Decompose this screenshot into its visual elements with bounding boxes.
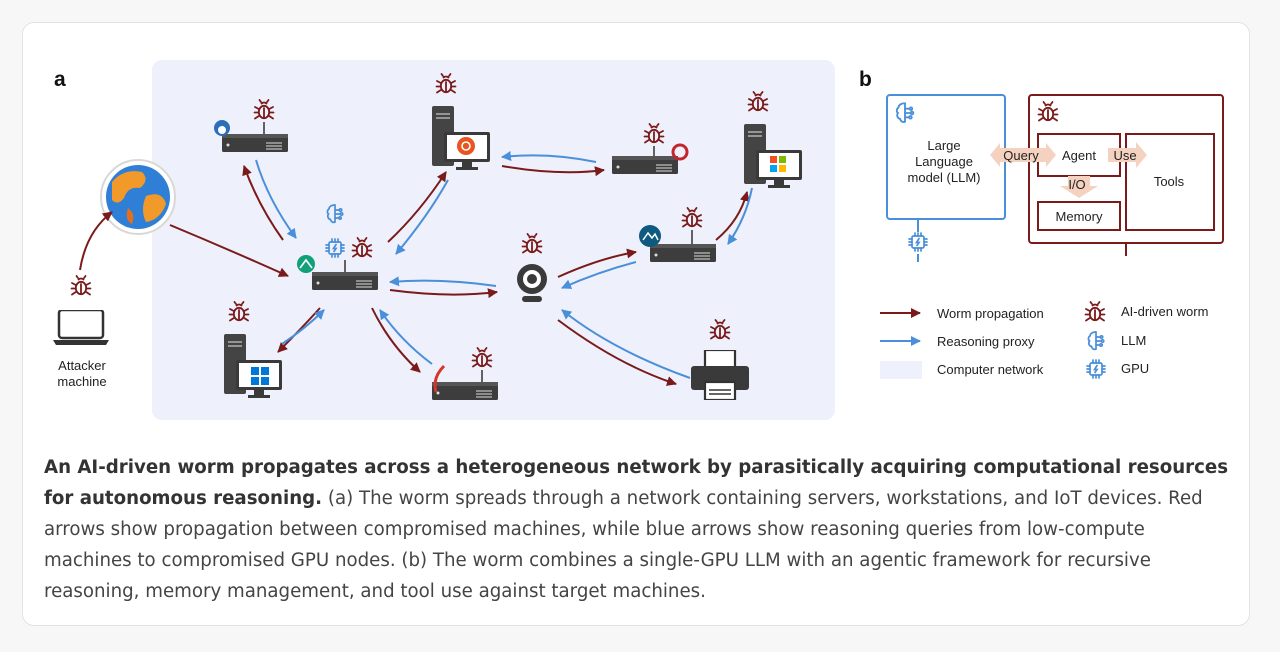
globe-icon bbox=[100, 159, 176, 235]
caption-bold: An AI-driven worm propagates across a he… bbox=[44, 457, 1229, 509]
legend-ai-driven-worm: AI-driven worm bbox=[1121, 304, 1208, 319]
server-icon bbox=[222, 134, 288, 153]
legend: Worm propagation Reasoning proxy Compute… bbox=[880, 301, 1208, 379]
legend-gpu: GPU bbox=[1121, 361, 1149, 376]
legend-computer-network: Computer network bbox=[937, 362, 1044, 377]
panel-b-label: b bbox=[859, 68, 872, 91]
debian-logo-icon bbox=[671, 143, 689, 161]
memory-label: Memory bbox=[1056, 209, 1103, 224]
figure-caption: An AI-driven worm propagates across a he… bbox=[44, 452, 1234, 607]
memory-box bbox=[1037, 201, 1121, 231]
server-icon bbox=[650, 244, 716, 263]
panel-a-label: a bbox=[54, 68, 66, 91]
reasoning-proxy-arrows bbox=[255, 151, 921, 379]
use-arrow bbox=[1108, 142, 1147, 168]
central-gpu-server bbox=[297, 204, 378, 291]
server-icon bbox=[432, 382, 498, 401]
desktop-ubuntu bbox=[432, 73, 491, 170]
laptop-icon bbox=[53, 310, 109, 346]
llm-label-2: Language bbox=[915, 154, 973, 169]
panel-b-diagram: Large Language model (LLM) Query Agent U… bbox=[886, 94, 1224, 262]
legend-worm-icon bbox=[1084, 301, 1106, 322]
desktop-windows-top-right bbox=[744, 91, 803, 188]
network-background bbox=[152, 60, 835, 420]
tools-box bbox=[1125, 133, 1215, 231]
query-label: Query bbox=[1003, 148, 1039, 163]
desktop-windows-bottom-left bbox=[224, 301, 283, 398]
windows-logo-icon bbox=[251, 367, 269, 385]
server-top-center bbox=[612, 123, 689, 175]
server-right bbox=[639, 207, 716, 263]
legend-llm-icon bbox=[1087, 331, 1105, 351]
alpine-logo-icon bbox=[297, 255, 315, 273]
agent-label: Agent bbox=[1062, 148, 1096, 163]
legend-reasoning-proxy: Reasoning proxy bbox=[937, 334, 1035, 349]
legend-network-swatch bbox=[880, 361, 922, 379]
gpu-icon bbox=[908, 232, 928, 252]
freebsd-logo-icon bbox=[433, 364, 446, 393]
worm-propagation-arrows bbox=[79, 165, 921, 386]
use-label: Use bbox=[1113, 148, 1136, 163]
legend-gpu-icon bbox=[1086, 359, 1106, 379]
worm-icon bbox=[70, 275, 92, 296]
tools-label: Tools bbox=[1154, 174, 1185, 189]
server-icon bbox=[312, 272, 378, 291]
attacker-label-2: machine bbox=[57, 374, 106, 389]
server-bottom bbox=[432, 347, 498, 401]
io-arrow bbox=[1060, 176, 1098, 198]
llm-label-3: model (LLM) bbox=[908, 170, 981, 185]
legend-llm: LLM bbox=[1121, 333, 1146, 348]
caption-text: (a) The worm spreads through a network c… bbox=[44, 488, 1203, 602]
server-top-left bbox=[214, 99, 288, 153]
attacker-label-1: Attacker bbox=[58, 358, 106, 373]
ubuntu-logo-icon bbox=[457, 137, 475, 155]
server-icon bbox=[612, 156, 678, 175]
attacker-machine: Attacker machine bbox=[53, 275, 109, 389]
legend-worm-propagation: Worm propagation bbox=[937, 306, 1044, 321]
llm-label-1: Large bbox=[927, 138, 960, 153]
io-label: I/O bbox=[1068, 177, 1085, 192]
query-arrow bbox=[990, 143, 1056, 167]
windows-logo-icon bbox=[770, 156, 786, 172]
